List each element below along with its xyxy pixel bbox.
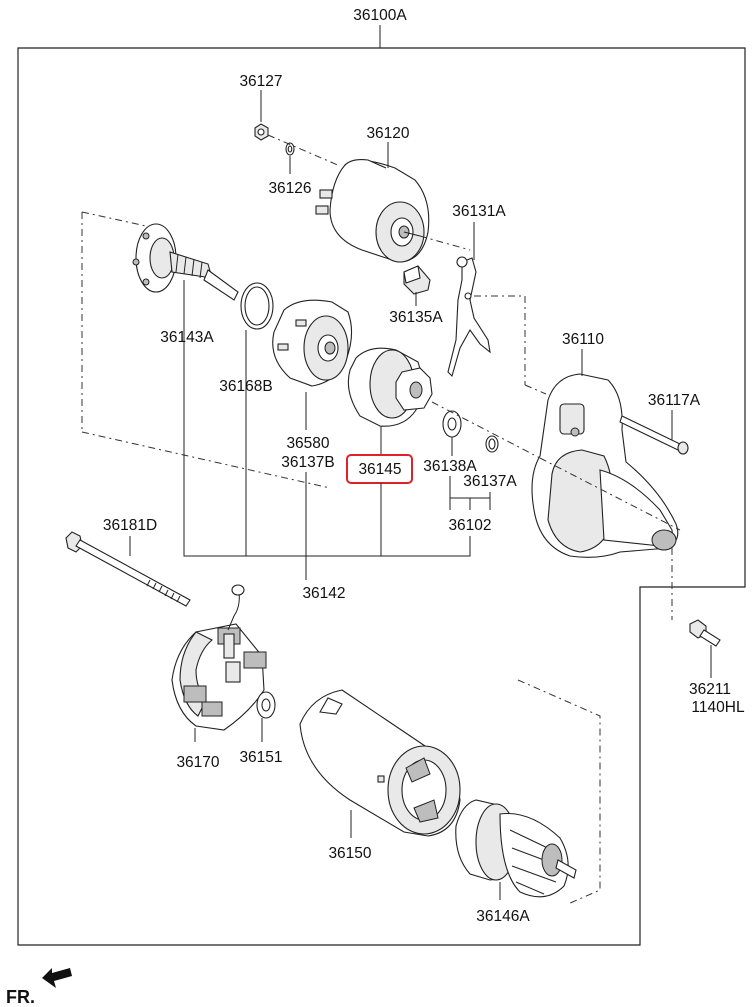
label-36168b[interactable]: 36168B (219, 378, 272, 395)
pinion-shaft-36143a[interactable] (132, 223, 239, 301)
washer-36138a[interactable] (442, 410, 462, 438)
yoke-washer-36151[interactable] (256, 691, 276, 719)
label-36110[interactable]: 36110 (562, 331, 604, 348)
snap-ring-36137a[interactable] (485, 435, 499, 453)
highlight-box-36145 (346, 454, 413, 484)
bolt-36117a[interactable] (619, 415, 689, 455)
label-36145[interactable]: 36145 (358, 461, 401, 478)
label-36126[interactable]: 36126 (268, 180, 311, 197)
label-36100a[interactable]: 36100A (353, 7, 407, 24)
label-36146a[interactable]: 36146A (476, 908, 530, 925)
through-bolt-36181d[interactable] (65, 531, 191, 607)
label-36142[interactable]: 36142 (302, 585, 345, 602)
front-housing-36110[interactable] (531, 373, 679, 558)
brush-holder-36170[interactable] (171, 584, 267, 731)
label-36150[interactable]: 36150 (328, 845, 371, 862)
label-36137a[interactable]: 36137A (463, 473, 517, 490)
group-bracket-36142 (183, 324, 471, 580)
gear-ring-36168b[interactable] (272, 299, 353, 387)
o-ring[interactable] (240, 282, 274, 330)
label-36170[interactable]: 36170 (176, 754, 219, 771)
lever-36131a[interactable] (447, 256, 491, 378)
label-36143a[interactable]: 36143A (160, 329, 214, 346)
armature-36146a[interactable] (455, 799, 577, 898)
label-36151[interactable]: 36151 (239, 749, 282, 766)
label-36580[interactable]: 36580 (286, 435, 329, 452)
assembly-frame (17, 25, 746, 946)
front-indicator-label: FR. (6, 987, 35, 1007)
label-36137b[interactable]: 36137B (281, 454, 334, 471)
label-36131a[interactable]: 36131A (452, 203, 506, 220)
solenoid-36120[interactable] (315, 159, 430, 263)
label-36120[interactable]: 36120 (366, 125, 409, 142)
nut-36127[interactable] (254, 123, 269, 141)
front-arrow-icon (42, 968, 72, 988)
mount-bolt-36211[interactable] (689, 619, 721, 647)
label-36138a[interactable]: 36138A (423, 458, 477, 475)
label-36127[interactable]: 36127 (239, 73, 282, 90)
label-1140hl[interactable]: 1140HL (691, 699, 745, 716)
overrunning-clutch-36145[interactable] (347, 347, 433, 427)
label-36135a[interactable]: 36135A (389, 309, 443, 326)
yoke-36150[interactable] (299, 689, 461, 837)
washer-36126[interactable] (285, 142, 295, 156)
holder-36135a[interactable] (403, 265, 431, 295)
label-36211[interactable]: 36211 (689, 681, 731, 698)
label-36102[interactable]: 36102 (448, 517, 491, 534)
label-36117a[interactable]: 36117A (648, 392, 701, 409)
label-36181d[interactable]: 36181D (103, 517, 157, 534)
